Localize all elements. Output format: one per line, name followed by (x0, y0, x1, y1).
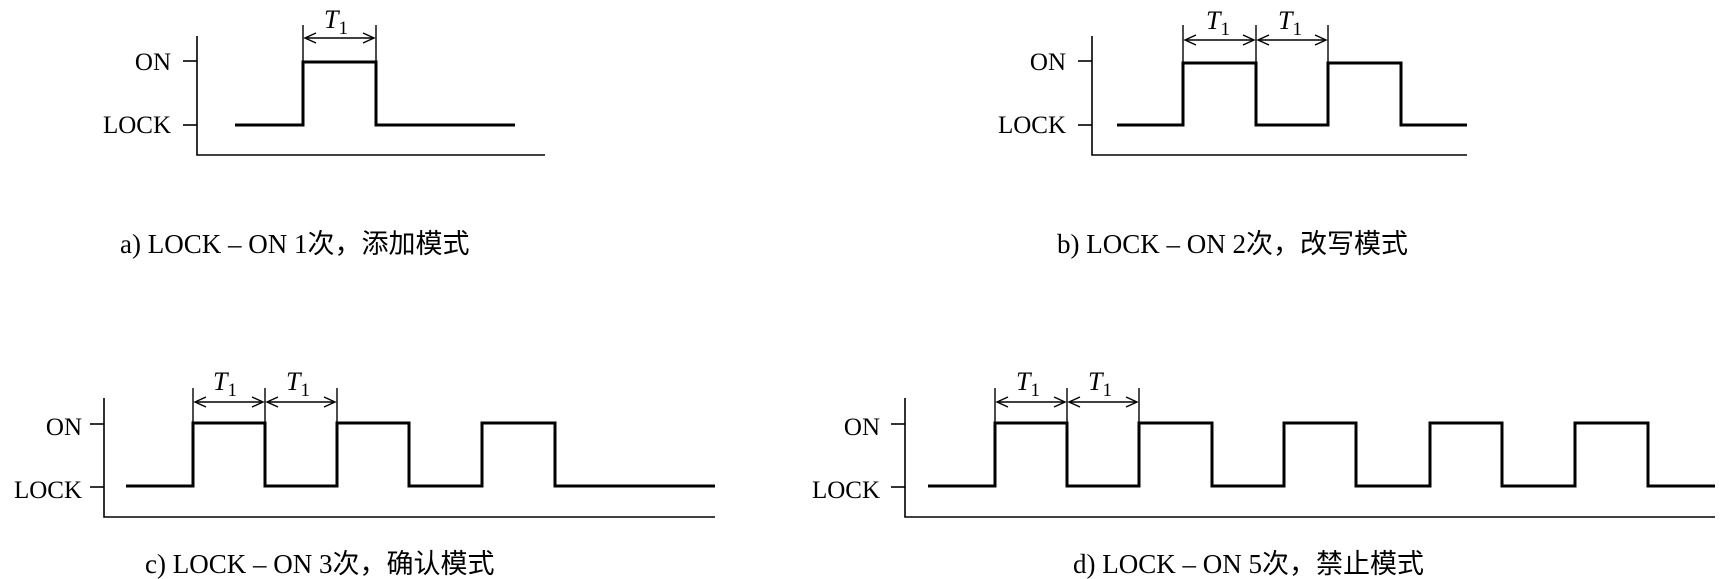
panel-c: ON LOCK T1 T1 c) LOCK – ON 3次，确认模式 (14, 367, 715, 579)
panel-d: ON LOCK T1 T1 d) LOCK – ON 5次，禁止模式 (812, 367, 1715, 579)
t1-label: T1 (286, 367, 310, 401)
t1-arrowhead (1183, 34, 1197, 46)
t1-arrowhead (1067, 396, 1081, 408)
t1-arrowhead (1242, 34, 1256, 46)
lock-label: LOCK (14, 477, 82, 504)
axis (103, 398, 715, 518)
t1-arrowhead (1125, 396, 1139, 408)
waveform (235, 60, 515, 127)
lock-label: LOCK (103, 112, 171, 139)
t1-label: T1 (1206, 6, 1230, 40)
lock-label: LOCK (812, 477, 880, 504)
t1-label: T1 (1016, 367, 1040, 401)
on-label: ON (1030, 49, 1066, 76)
t1-label: T1 (324, 5, 348, 39)
t1-arrowhead (193, 396, 207, 408)
panel-caption: a) LOCK – ON 1次，添加模式 (120, 229, 469, 259)
panel-b: ON LOCK T1 T1 b) LOCK – ON 2次，改写模式 (998, 6, 1467, 259)
on-label: ON (46, 414, 82, 441)
panel-caption: d) LOCK – ON 5次，禁止模式 (1073, 549, 1424, 579)
t1-arrowhead (1053, 396, 1067, 408)
t1-arrowhead (323, 396, 337, 408)
waveform (126, 421, 715, 488)
t1-arrowhead (1256, 34, 1270, 46)
lock-label: LOCK (998, 112, 1066, 139)
t1-label: T1 (213, 367, 237, 401)
panel-caption: b) LOCK – ON 2次，改写模式 (1057, 229, 1408, 259)
t1-label: T1 (1278, 6, 1302, 40)
on-label: ON (135, 49, 171, 76)
on-label: ON (844, 414, 880, 441)
t1-label: T1 (1088, 367, 1112, 401)
t1-arrowhead (1314, 34, 1328, 46)
panel-caption: c) LOCK – ON 3次，确认模式 (145, 549, 494, 579)
axis (904, 398, 1715, 518)
t1-arrowhead (251, 396, 265, 408)
waveform (928, 421, 1715, 488)
t1-arrowhead (995, 396, 1009, 408)
t1-arrowhead (362, 32, 376, 44)
t1-arrowhead (303, 32, 317, 44)
t1-arrowhead (265, 396, 279, 408)
axis (196, 36, 545, 156)
waveform (1117, 61, 1467, 127)
axis (1091, 36, 1467, 156)
panel-a: ON LOCK T1 a) LOCK – ON 1次，添加模式 (103, 5, 545, 259)
